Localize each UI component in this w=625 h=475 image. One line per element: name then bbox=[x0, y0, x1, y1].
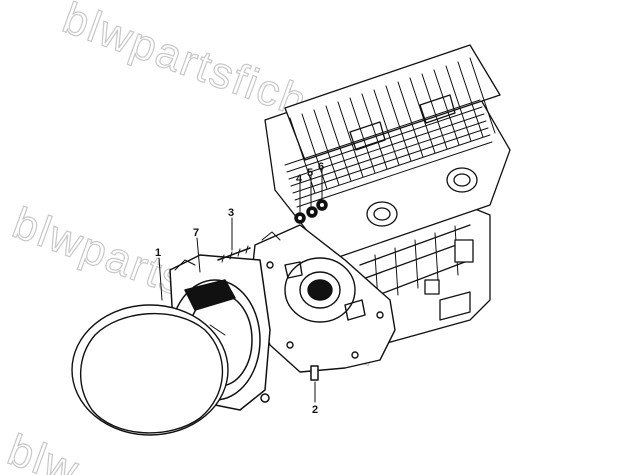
stud-item-3 bbox=[217, 245, 251, 263]
cooling-fin bbox=[385, 85, 412, 162]
callout-5: 5 bbox=[307, 167, 313, 179]
cooling-fin bbox=[409, 77, 436, 154]
cooling-fin bbox=[397, 81, 424, 158]
watermark-bottom: blw bbox=[2, 425, 86, 475]
cooling-fin-horizontal bbox=[296, 141, 493, 208]
cooling-fin bbox=[325, 105, 352, 182]
cooling-fin bbox=[433, 69, 460, 146]
cooling-fin-horizontal bbox=[294, 134, 491, 201]
callout-3: 3 bbox=[228, 207, 234, 219]
cooling-fin bbox=[349, 97, 376, 174]
callout-6: 6 bbox=[318, 161, 324, 173]
callout-labels: 1 2 3 7 4 5 6 bbox=[155, 161, 324, 416]
cooling-fin bbox=[373, 89, 400, 166]
cooling-fin-horizontal bbox=[290, 120, 487, 187]
leader-lines bbox=[158, 169, 323, 403]
stator-housing bbox=[249, 224, 396, 373]
callout-4: 4 bbox=[296, 173, 303, 185]
cooling-fin bbox=[361, 93, 388, 170]
callout-1: 1 bbox=[155, 247, 161, 259]
cooling-fin-horizontal bbox=[288, 113, 485, 180]
head-nuts bbox=[294, 199, 328, 224]
pin-item-2 bbox=[310, 365, 319, 381]
callout-7: 7 bbox=[193, 227, 199, 239]
cooling-fin bbox=[445, 65, 472, 142]
cooling-fin-horizontal bbox=[292, 127, 489, 194]
cooling-fin bbox=[469, 57, 496, 134]
blower-cover bbox=[71, 304, 229, 436]
cooling-fin bbox=[421, 73, 448, 150]
cooling-fin bbox=[337, 101, 364, 178]
callout-2: 2 bbox=[312, 404, 318, 416]
cooling-fin bbox=[457, 61, 484, 138]
cooling-fin bbox=[301, 113, 328, 190]
cooling-fin bbox=[313, 109, 340, 186]
